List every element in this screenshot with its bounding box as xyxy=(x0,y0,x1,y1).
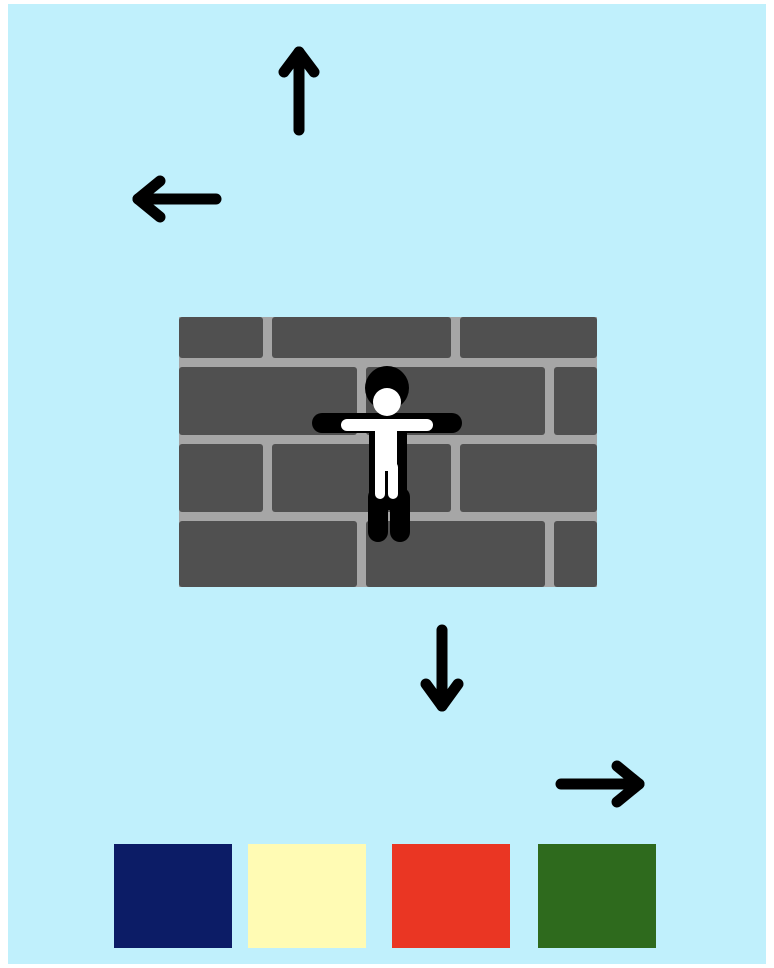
arrow-left-icon xyxy=(132,175,222,223)
wall-graphic xyxy=(179,317,597,587)
color-swatch-row xyxy=(8,844,766,950)
arrow-right-icon xyxy=(555,760,645,808)
game-stage xyxy=(8,4,766,964)
arrow-down-button[interactable] xyxy=(416,624,476,716)
arrow-down-icon xyxy=(420,624,464,712)
arrow-up-button[interactable] xyxy=(278,44,334,136)
arrow-left-button[interactable] xyxy=(128,169,228,231)
swatch-navy[interactable] xyxy=(114,844,232,948)
swatch-green[interactable] xyxy=(538,844,656,948)
arrow-up-icon xyxy=(278,46,320,136)
swatch-red[interactable] xyxy=(392,844,510,948)
swatch-cream[interactable] xyxy=(248,844,366,948)
figure-body xyxy=(341,388,433,499)
arrow-right-button[interactable] xyxy=(553,752,653,814)
brick-wall xyxy=(179,317,597,587)
